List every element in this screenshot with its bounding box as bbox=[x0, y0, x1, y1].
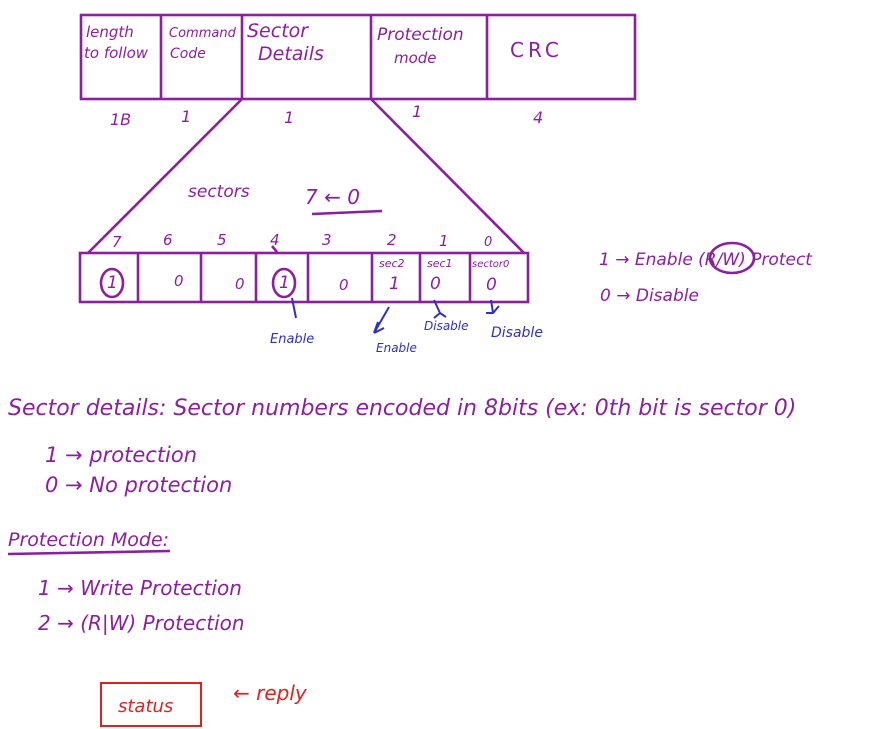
reply-group: status ← reply bbox=[100, 681, 308, 727]
bit-index-2: 2 bbox=[387, 231, 397, 249]
sector-register bbox=[78, 251, 530, 304]
bit-index-tick bbox=[271, 245, 278, 253]
field-length-line1: length bbox=[86, 23, 134, 41]
disable-arrow bbox=[486, 299, 500, 314]
bit-indices: 7 6 5 4 3 2 1 0 bbox=[112, 231, 492, 251]
mode-2: 2 → (R|W) Protection bbox=[38, 611, 245, 635]
field-protection-line2: mode bbox=[394, 49, 437, 67]
reply-label: ← reply bbox=[233, 681, 308, 705]
bit-value-2: 1 bbox=[389, 274, 400, 294]
bit-value-1: 0 bbox=[430, 274, 441, 294]
register-cell-labels: sec2 sec1 sector0 bbox=[379, 257, 509, 270]
register-annotations: Enable Enable Disable Disable bbox=[270, 297, 543, 355]
field-size: 1 bbox=[284, 108, 294, 127]
bit-index-7: 7 bbox=[112, 233, 122, 251]
sectors-order: 7 ← 0 bbox=[305, 185, 360, 209]
bit-value-5: 0 bbox=[235, 275, 245, 293]
bit-index-3: 3 bbox=[322, 231, 332, 249]
mode-title: Protection Mode: bbox=[8, 529, 169, 551]
note-no-protection: 0 → No protection bbox=[45, 473, 232, 497]
register-outline bbox=[78, 251, 530, 304]
cell-label-sec1: sec1 bbox=[427, 257, 453, 270]
bit-value-4: 1 bbox=[279, 273, 290, 293]
field-command-line2: Code bbox=[170, 46, 206, 62]
note-sector-details: Sector details: Sector numbers encoded i… bbox=[8, 396, 796, 421]
enable-arrow bbox=[291, 297, 297, 319]
disable-arrow bbox=[433, 299, 447, 319]
field-crc: CRC bbox=[510, 38, 563, 62]
bit-index-6: 6 bbox=[163, 231, 173, 249]
enable-legend: 1 → Enable (R/W) Protect 0 → Disable bbox=[599, 250, 813, 306]
bit-index-5: 5 bbox=[217, 231, 227, 249]
field-sector-line2: Details bbox=[258, 43, 324, 65]
field-protection-line1: Protection bbox=[377, 25, 464, 45]
legend-disable: 0 → Disable bbox=[600, 286, 699, 306]
bit-value-7: 1 bbox=[107, 273, 118, 293]
annotation-enable-bit4: Enable bbox=[270, 332, 314, 347]
note-protection: 1 → protection bbox=[45, 443, 197, 467]
sector-details-notes: Sector details: Sector numbers encoded i… bbox=[8, 396, 796, 497]
status-label: status bbox=[118, 696, 173, 717]
status-box bbox=[100, 682, 202, 727]
bit-value-6: 0 bbox=[174, 272, 184, 290]
bit-value-3: 0 bbox=[339, 276, 349, 294]
packet-field-labels: length to follow Command Code Sector Det… bbox=[84, 20, 563, 67]
expansion-line-right bbox=[370, 98, 525, 254]
field-size: 1 bbox=[181, 107, 191, 126]
mode-title-underline bbox=[7, 549, 171, 556]
enable-arrow bbox=[373, 306, 390, 334]
rw-circle bbox=[708, 241, 756, 275]
protection-mode-notes: Protection Mode: 1 → Write Protection 2 … bbox=[7, 529, 245, 635]
field-command-line1: Command bbox=[169, 26, 237, 41]
field-size: 1 bbox=[412, 102, 422, 121]
field-length-line2: to follow bbox=[84, 44, 149, 62]
bit-index-1: 1 bbox=[439, 232, 449, 250]
cell-label-sector0: sector0 bbox=[472, 259, 509, 270]
field-size: 4 bbox=[533, 108, 543, 127]
legend-enable: 1 → Enable (R/W) Protect bbox=[599, 250, 813, 270]
bit-4-circle bbox=[271, 267, 297, 299]
annotation-enable-bit2: Enable bbox=[376, 341, 417, 355]
bit-7-circle bbox=[99, 267, 125, 299]
mode-1: 1 → Write Protection bbox=[38, 576, 242, 600]
register-values: 1 0 0 1 0 1 0 0 bbox=[107, 272, 497, 295]
cell-label-sec2: sec2 bbox=[379, 257, 405, 270]
packet-frame bbox=[79, 13, 637, 101]
bit-index-0: 0 bbox=[484, 235, 492, 250]
expansion-line-left bbox=[87, 98, 243, 254]
sectors-order-underline bbox=[311, 209, 383, 216]
field-sector-line1: Sector bbox=[247, 20, 309, 42]
packet-outline bbox=[79, 13, 637, 101]
field-sizes: 1B 1 1 1 4 bbox=[110, 102, 543, 129]
annotation-disable-bit0: Disable bbox=[491, 325, 543, 341]
annotation-disable-bit1: Disable bbox=[424, 319, 469, 333]
field-size: 1B bbox=[110, 110, 131, 129]
bit-value-0: 0 bbox=[486, 275, 497, 295]
sectors-title: sectors bbox=[188, 182, 250, 202]
bit-index-4: 4 bbox=[270, 231, 280, 249]
